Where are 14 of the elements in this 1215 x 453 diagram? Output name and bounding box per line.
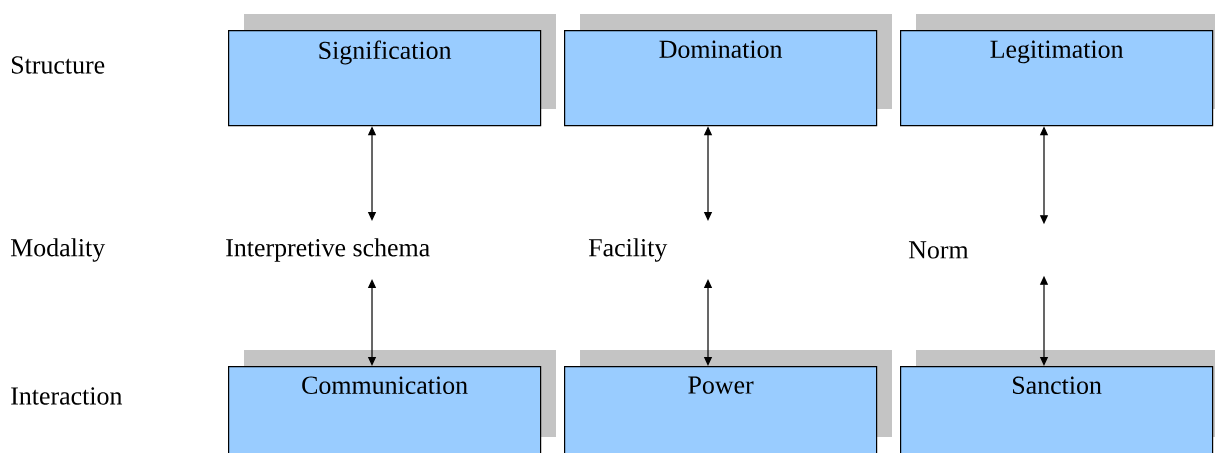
modality-label: Interpretive schema <box>226 238 430 262</box>
process-box: Sanction <box>900 350 1215 453</box>
process-box: Domination <box>564 14 892 127</box>
arrow <box>367 279 377 366</box>
arrow <box>703 279 713 366</box>
row-label: Interaction <box>11 387 123 405</box>
modality-label: Facility <box>588 238 668 262</box>
modality-label: Norm <box>908 241 969 259</box>
process-box: Signification <box>228 14 556 127</box>
row-label: Structure <box>11 56 105 74</box>
process-box: Power <box>564 350 892 453</box>
row-label: Modality <box>10 238 106 262</box>
process-box: Legitimation <box>900 14 1215 127</box>
process-box: Communication <box>228 350 556 453</box>
